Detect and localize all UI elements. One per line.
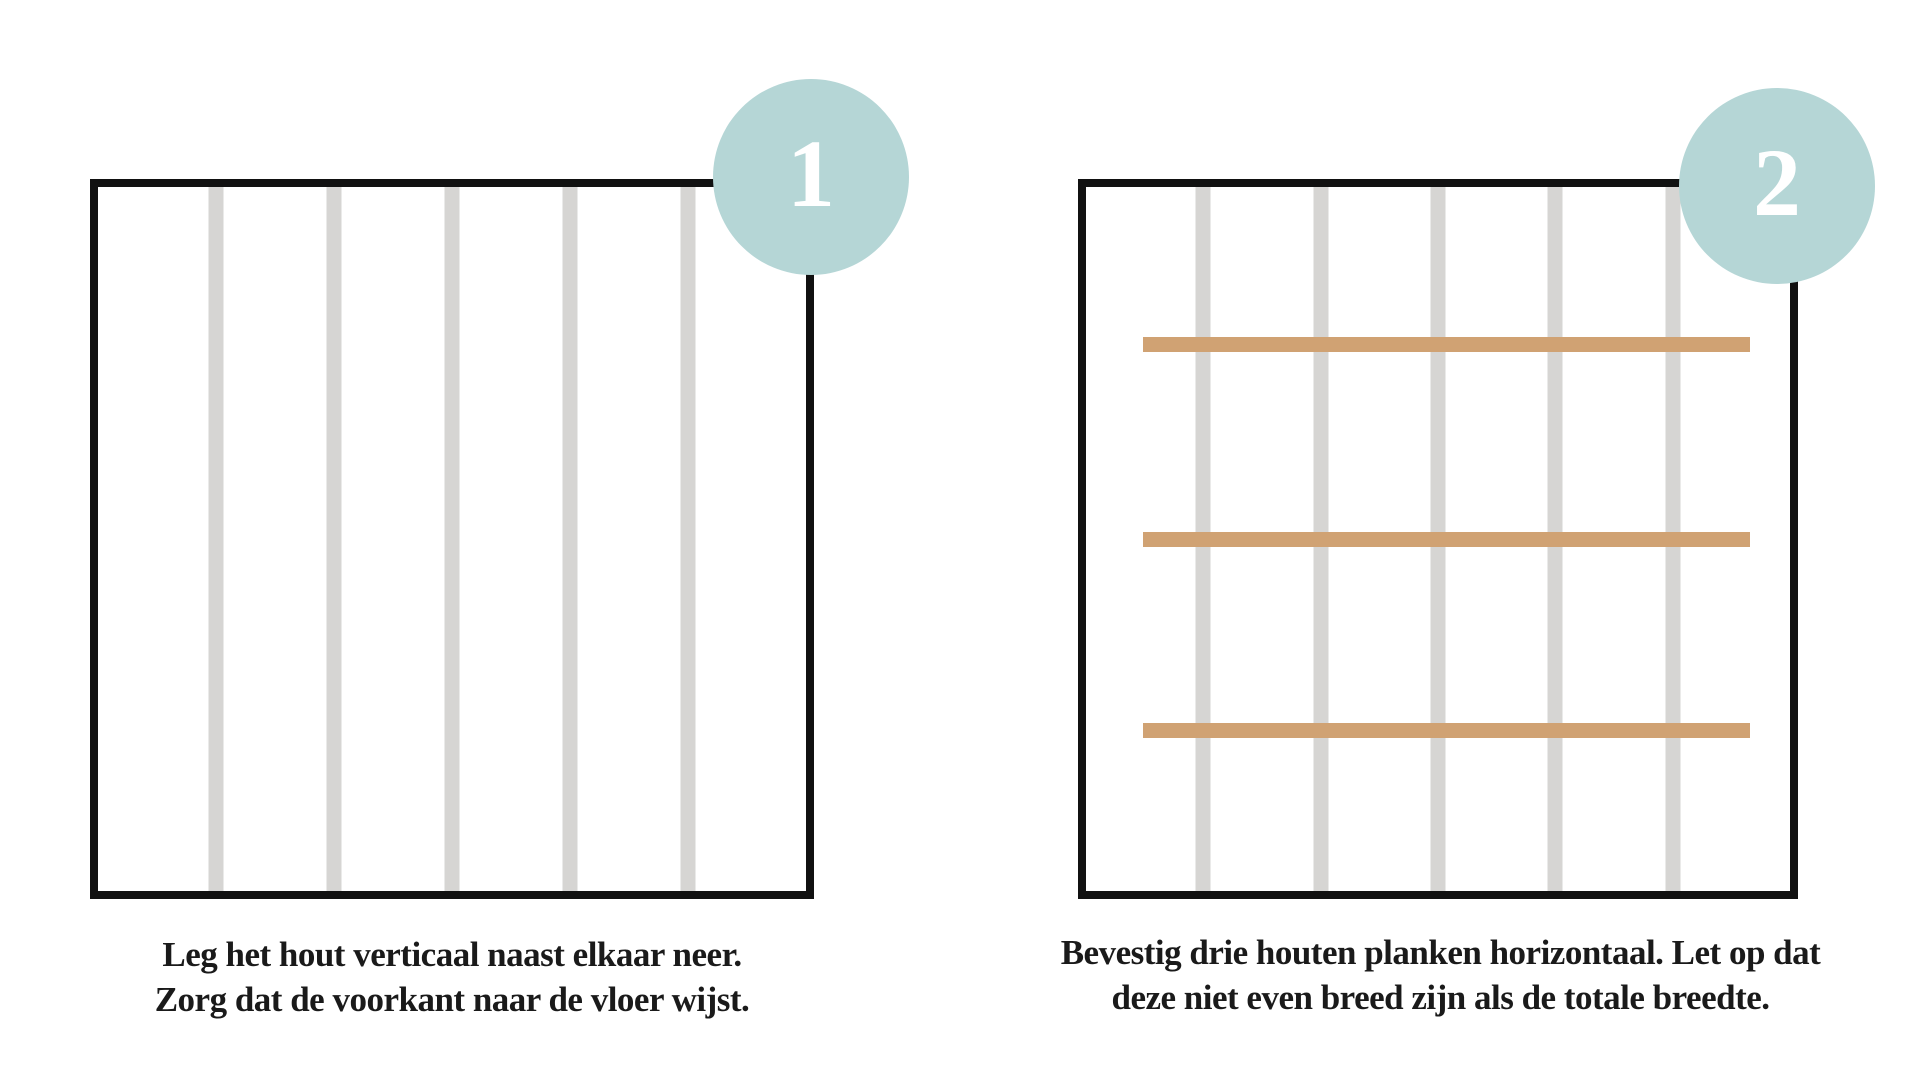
vertical-plank bbox=[680, 187, 696, 891]
vertical-plank bbox=[208, 187, 224, 891]
vertical-plank bbox=[444, 187, 460, 891]
wood-frame-step-2 bbox=[1078, 179, 1798, 899]
horizontal-plank bbox=[1143, 531, 1750, 547]
step-number: 2 bbox=[1753, 129, 1801, 236]
vertical-plank bbox=[326, 187, 342, 891]
wood-frame-step-1 bbox=[90, 179, 814, 899]
step-number: 1 bbox=[787, 120, 835, 227]
step-badge-2: 2 bbox=[1679, 88, 1875, 284]
horizontal-plank bbox=[1143, 722, 1750, 738]
caption-line-1: Bevestig drie houten planken horizontaal… bbox=[1060, 933, 1821, 972]
caption-line-2: Zorg dat de voorkant naar de vloer wijst… bbox=[154, 980, 750, 1019]
step-caption-2: Bevestig drie houten planken horizontaal… bbox=[1003, 930, 1878, 1020]
caption-line-2: deze niet even breed zijn als de totale … bbox=[1111, 978, 1770, 1017]
step-badge-1: 1 bbox=[713, 79, 909, 275]
vertical-plank bbox=[562, 187, 578, 891]
horizontal-plank-layer bbox=[1086, 187, 1790, 891]
step-caption-1: Leg het hout verticaal naast elkaar neer… bbox=[37, 932, 867, 1022]
vertical-plank-layer bbox=[98, 187, 806, 891]
horizontal-plank bbox=[1143, 337, 1750, 353]
caption-line-1: Leg het hout verticaal naast elkaar neer… bbox=[162, 935, 742, 974]
